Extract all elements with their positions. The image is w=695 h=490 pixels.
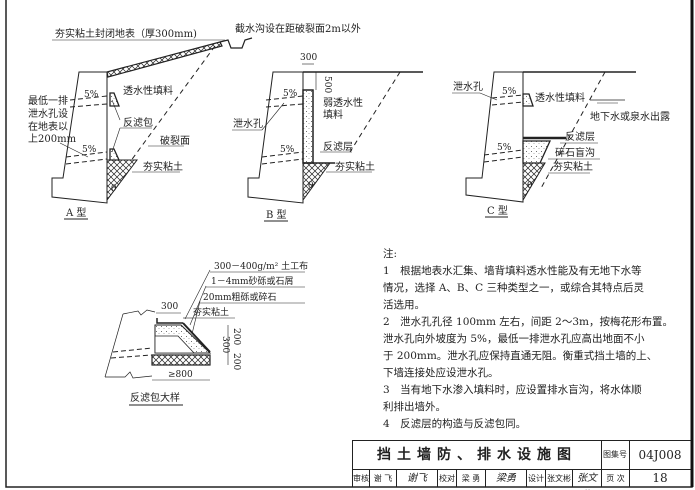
reviewer-signature: 谢飞: [397, 470, 438, 487]
label-ditch: 截水沟设在距破裂面2m以外: [235, 22, 361, 35]
caption-a: A 型: [65, 206, 86, 219]
note-line: 1 根据地表水汇集、墙背填料透水性能及有无地下水等: [383, 265, 642, 277]
note-line: 情况，选择 A、B、C 三种类型之一，或综合其特点后灵: [383, 282, 645, 294]
designer-signature: 张文彬: [573, 470, 602, 487]
caption-c: C 型: [487, 204, 508, 217]
label-fill-2: 填料: [323, 108, 343, 121]
drawing-title: 挡土墙防、排水设施图: [353, 441, 602, 469]
label-lowest-hole-3: 在地表以: [28, 120, 68, 133]
label-filter-layer: 反滤层: [565, 130, 595, 143]
dim-top: 300: [161, 302, 178, 312]
atlas-label: 图集号: [601, 441, 630, 469]
note-line: 下墙连接处应设泄水孔。: [383, 367, 499, 379]
layer-clay: 夯实粘土: [193, 306, 229, 318]
label-lowest-hole-4: 上200mm: [28, 133, 77, 145]
label-seal: 夯实粘土封闭地表（厚300mm): [55, 27, 197, 40]
page-number: 18: [652, 471, 668, 485]
checker-name: 梁 勇: [457, 470, 486, 487]
notes-section: 注: 1 根据地表水汇集、墙背填料透水性能及有无地下水等 情况，选择 A、B、C…: [383, 246, 683, 433]
atlas-number: 04J008: [638, 448, 682, 462]
design-label: 设计: [527, 470, 546, 487]
type-b-diagram: 300 500 5% 5% 弱透水性 填料 泄水孔 反滤层 夯实粘土 θ B 型: [232, 53, 423, 222]
note-line: 于 200mm。泄水孔应保持直通无阻。衡重式挡土墙的上、: [383, 350, 658, 362]
label-hole: 泄水孔: [453, 80, 483, 93]
label-lowest-hole-2: 泄水孔设: [28, 107, 68, 120]
dim-width: 300: [300, 53, 317, 63]
theta-label: θ: [308, 181, 313, 191]
label-filter-layer: 反滤层: [323, 140, 353, 153]
note-line: 利排出墙外。: [383, 401, 446, 413]
note-line: 活选用。: [383, 299, 425, 311]
filter-bag-detail: 300－400g/m² 土工布 1－4mm砂砾或石屑 20mm粗砾或碎石 夯实粘…: [104, 260, 308, 406]
slope-upper: 5%: [502, 87, 517, 97]
label-hole: 泄水孔: [233, 117, 263, 130]
notes-heading: 注:: [383, 248, 398, 260]
dim-200-upper: 200: [231, 328, 241, 345]
dim-base: ≥800: [168, 370, 193, 380]
slope-lower: 5%: [82, 145, 97, 155]
layer-gravel: 20mm粗砾或碎石: [203, 291, 277, 303]
label-clay: 夯实粘土: [335, 160, 375, 173]
slope-lower: 5%: [280, 145, 295, 155]
reviewer-name: 谢 飞: [370, 470, 397, 487]
label-drain: 碎石盲沟: [555, 146, 595, 159]
caption-detail: 反滤包大样: [130, 391, 180, 404]
type-c-diagram: 泄水孔 5% 5% 透水性填料 地下水或泉水出露 反滤层 碎石盲沟 夯实粘土 θ…: [452, 71, 670, 218]
layer-sand: 1－4mm砂砾或石屑: [211, 275, 294, 287]
checker-signature: 梁勇: [486, 470, 527, 487]
label-groundwater: 地下水或泉水出露: [590, 110, 670, 123]
theta-label: θ: [527, 181, 532, 191]
designer-name: 张文彬: [546, 470, 573, 487]
review-label: 审核: [353, 470, 370, 487]
label-clay: 夯实粘土: [553, 160, 593, 173]
label-fill: 透水性填料: [123, 84, 173, 97]
label-fill-1: 弱透水性: [323, 96, 363, 109]
dim-200-lower: 200: [231, 353, 241, 370]
theta-label: θ: [111, 184, 116, 194]
page-label: 页 次: [602, 470, 630, 487]
label-clay: 夯实粘土: [143, 160, 183, 173]
slope-upper: 5%: [84, 90, 99, 100]
title-block: 挡土墙防、排水设施图 图集号 04J008 审核 谢 飞 谢飞 校对 梁 勇 梁…: [352, 440, 691, 487]
note-line: 3 当有地下水渗入填料时，应设置排水盲沟，将水体顺: [383, 384, 642, 396]
label-lowest-hole-1: 最低一排: [28, 94, 68, 107]
caption-b: B 型: [266, 208, 287, 221]
slope-lower: 5%: [497, 143, 512, 153]
check-label: 校对: [438, 470, 457, 487]
label-filter-bag: 反滤包: [123, 116, 153, 129]
filter-bag: [109, 92, 120, 107]
dim-depth: 500: [322, 76, 332, 93]
water-level-icon: [590, 99, 625, 104]
label-fill: 透水性填料: [535, 91, 585, 104]
note-line: 4 反滤层的构造与反滤包同。: [383, 418, 527, 430]
label-failure-plane: 破裂面: [160, 134, 190, 147]
slope-upper: 5%: [283, 89, 298, 99]
dim-300: 300: [220, 336, 230, 353]
layer-geotextile: 300－400g/m² 土工布: [214, 260, 308, 272]
note-line: 泄水孔向外坡度为 5%，最低一排泄水孔应高出地面不小: [383, 333, 645, 345]
ditch-icon: [219, 37, 253, 49]
type-a-diagram: 夯实粘土封闭地表（厚300mm) 截水沟设在距破裂面2m以外 透水性填料 5% …: [28, 22, 361, 220]
note-line: 2 泄水孔孔径 100mm 左右，间距 2～3m，按梅花形布置。: [383, 316, 673, 328]
